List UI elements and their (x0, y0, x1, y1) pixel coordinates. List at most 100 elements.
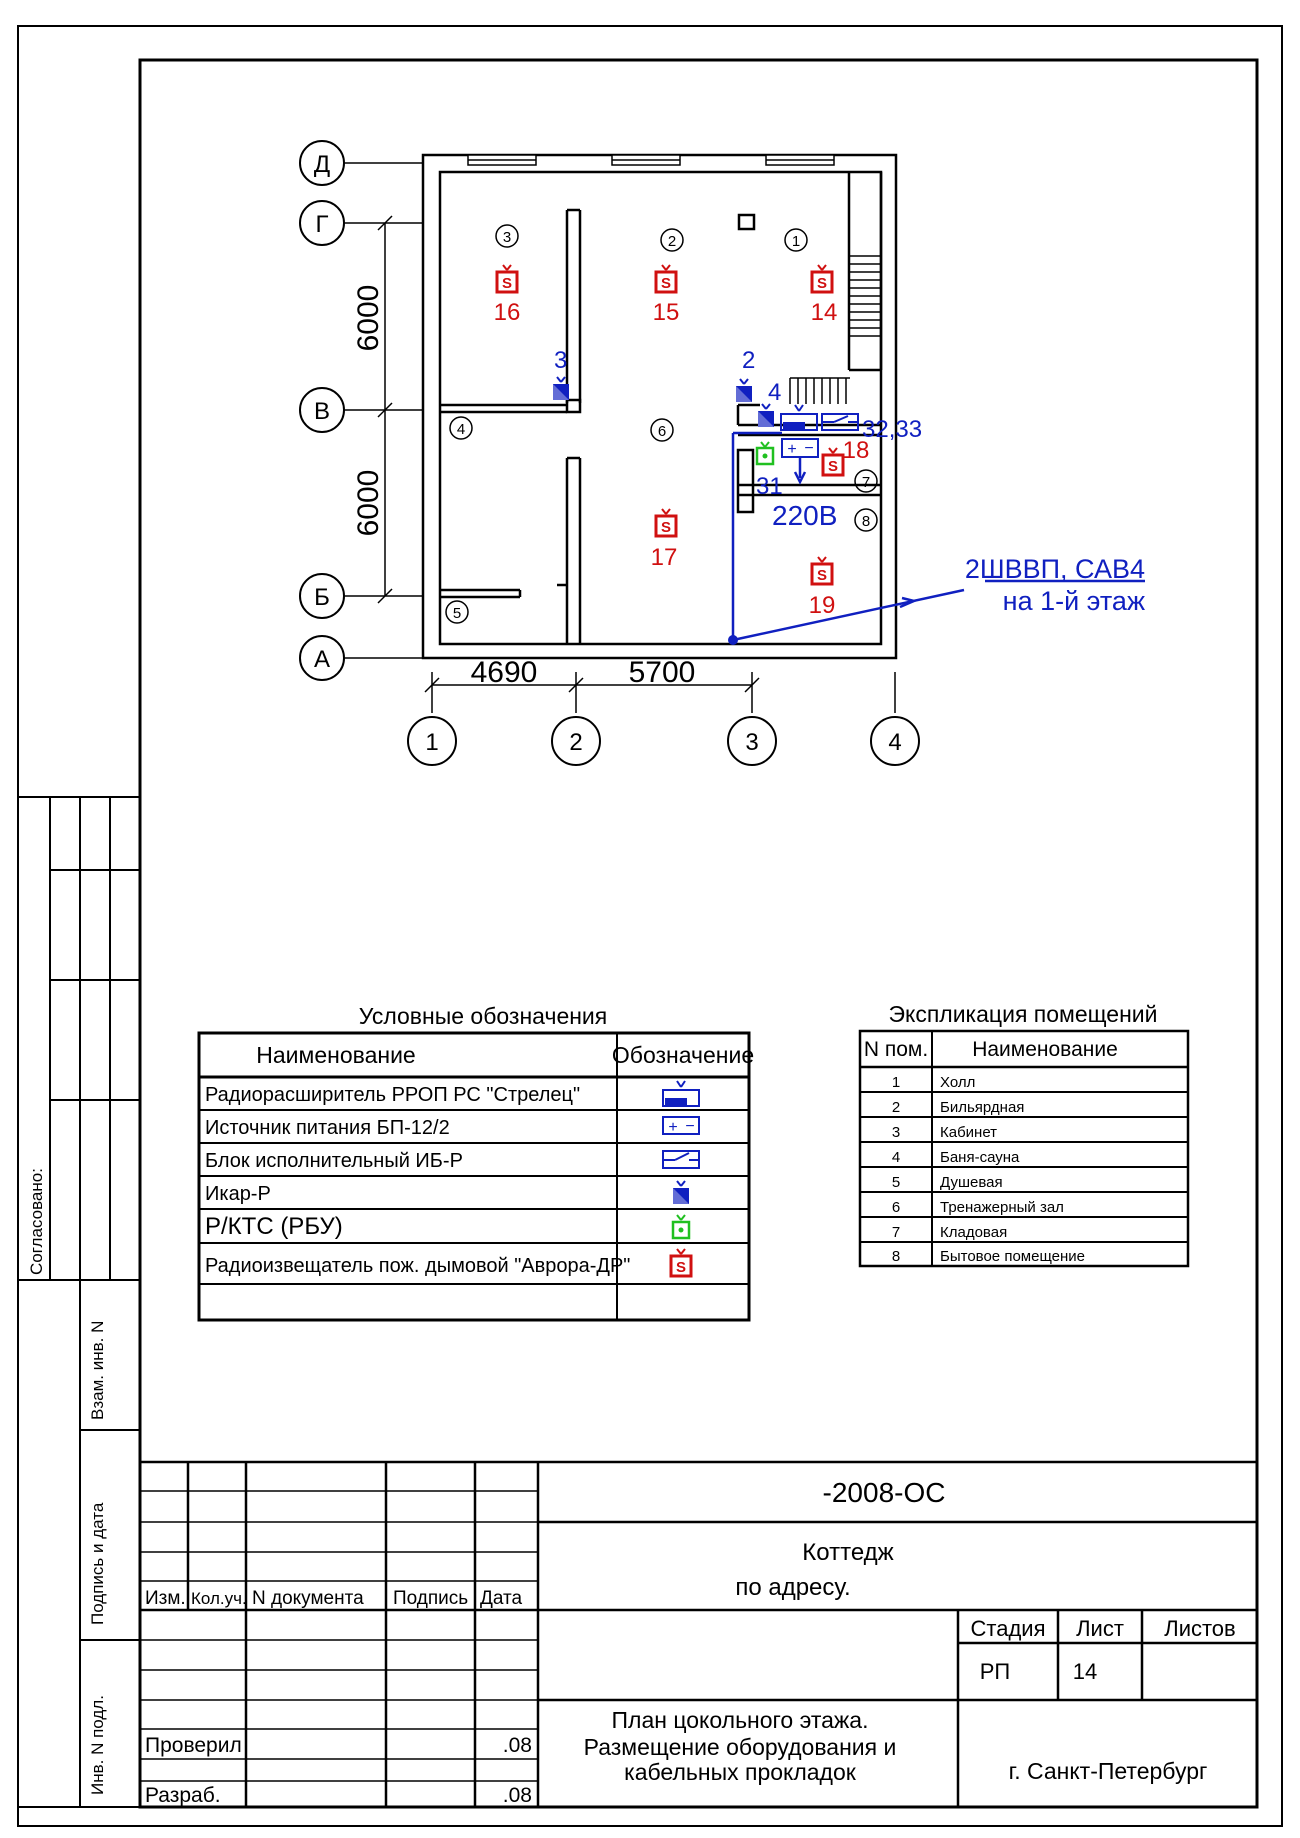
smoke-detector-icon (821, 446, 845, 477)
explication-col-name: Наименование (972, 1038, 1118, 1061)
room-marker-1 (784, 228, 808, 252)
room-marker-2 (660, 228, 684, 252)
legend-row-2-name: Источник питания БП-12/2 (205, 1117, 450, 1139)
windows (467, 154, 835, 166)
stair (789, 255, 881, 404)
room-num-7: 7 (862, 474, 870, 491)
city: г. Санкт-Петербург (1009, 1758, 1208, 1784)
room-row-num: 4 (892, 1149, 900, 1166)
detector-label-15: 15 (653, 299, 680, 326)
relay-block-icon (821, 413, 859, 431)
sheet-title-line1: План цокольного этажа. (612, 1707, 869, 1733)
dim-h-left: 4690 (471, 656, 538, 689)
svg-text:+: + (787, 441, 796, 458)
power-supply-icon: + − (662, 1116, 700, 1136)
room-num-5: 5 (453, 605, 461, 622)
axis-row-V (299, 387, 345, 433)
axis-label-D: Д (314, 151, 330, 178)
legend-row-6-name: Радиоизвещатель пож. дымовой "Аврора-ДР" (205, 1255, 630, 1277)
ikar-icon (672, 1180, 690, 1205)
smoke-detector-icon (810, 263, 834, 294)
axis-label-A: А (314, 646, 330, 673)
col-kol: Кол.уч. (191, 1589, 247, 1608)
axis-col-2 (551, 716, 601, 766)
room-marker-3 (495, 224, 519, 248)
legend-col-name: Наименование (256, 1042, 415, 1068)
legend-row-3-name: Блок исполнительный ИБ-Р (205, 1150, 463, 1172)
stamp-sign-date: Подпись и дата (88, 1502, 107, 1625)
room-row-name: Душевая (940, 1174, 1003, 1191)
stage-value: РП (980, 1659, 1011, 1684)
dim-v-bottom: 6000 (352, 470, 385, 537)
room-row-num: 3 (892, 1124, 900, 1141)
legend-title: Условные обозначения (359, 1003, 608, 1029)
room-marker-4 (449, 416, 473, 440)
room-row-name: Кабинет (940, 1124, 997, 1141)
legend-col-symbol: Обозначение (612, 1042, 754, 1068)
axis-label-4: 4 (888, 729, 901, 756)
smoke-detector-icon (810, 555, 834, 586)
equip-label-3: 3 (554, 347, 567, 374)
detector-label-14: 14 (811, 299, 838, 326)
room-row-name: Тренажерный зал (940, 1199, 1064, 1216)
col-doc: N документа (252, 1588, 364, 1609)
object-name: Коттедж (802, 1539, 893, 1566)
panic-button-icon (671, 1214, 691, 1240)
axis-label-B: Б (314, 584, 330, 611)
equip-label-2: 2 (742, 347, 755, 374)
dimension-lines (377, 215, 760, 693)
stamp-replace-inv: Взам. инв. N (88, 1321, 107, 1420)
col-izm: Изм. (145, 1588, 186, 1609)
legend-row-5-name: Р/КТС (РБУ) (205, 1213, 343, 1240)
title-block: Изм. Кол.уч. N документа Подпись Дата Пр… (140, 1460, 1257, 1807)
equip-label-31: 31 (756, 473, 783, 500)
dim-v-top: 6000 (352, 285, 385, 352)
room-num-4: 4 (457, 421, 465, 438)
agreed-label: Согласовано: (27, 1168, 46, 1275)
axis-label-G: Г (316, 211, 329, 238)
room-row-num: 2 (892, 1099, 900, 1116)
detector-label-18: 18 (843, 437, 870, 464)
detector-label-19: 19 (809, 592, 836, 619)
legend-row-4-name: Икар-Р (205, 1183, 271, 1205)
date-checked: .08 (503, 1734, 532, 1757)
room-marker-8 (854, 508, 878, 532)
role-developed: Разраб. (145, 1784, 221, 1807)
side-stamp (17, 796, 141, 1808)
cable-riser-dot (728, 635, 738, 645)
room-row-num: 8 (892, 1248, 900, 1265)
room-marker-7 (854, 469, 878, 493)
room-row-name: Бытовое помещение (940, 1248, 1085, 1265)
detector-label-16: 16 (494, 299, 521, 326)
role-checked: Проверил (145, 1734, 242, 1757)
svg-text:−: − (685, 1118, 694, 1135)
axis-col-1 (407, 716, 457, 766)
explication-col-num: N пом. (864, 1038, 928, 1061)
room-num-2: 2 (668, 233, 676, 250)
axis-col-3 (727, 716, 777, 766)
axis-row-G (299, 200, 345, 246)
axis-lines (340, 162, 896, 713)
relay-block-icon (662, 1150, 700, 1169)
room-num-1: 1 (792, 233, 800, 250)
cable-destination-label: на 1-й этаж (1003, 586, 1145, 616)
axis-label-2: 2 (569, 729, 582, 756)
axis-col-4 (870, 716, 920, 766)
sheet-title-line3: кабельных прокладок (624, 1759, 857, 1785)
smoke-detector-icon (669, 1247, 693, 1278)
room-num-8: 8 (862, 513, 870, 530)
sheet-border (17, 25, 1283, 1827)
date-developed: .08 (503, 1784, 532, 1807)
legend-row-1-name: Радиорасширитель РРОП РС "Стрелец" (205, 1084, 580, 1106)
col-date: Дата (480, 1588, 523, 1609)
room-marker-5 (445, 600, 469, 624)
ikar-icon (757, 403, 775, 428)
svg-text:+: + (668, 1119, 677, 1136)
room-row-name: Холл (940, 1074, 975, 1091)
room-row-num: 7 (892, 1224, 900, 1241)
axis-label-V: В (314, 398, 330, 425)
room-row-num: 5 (892, 1174, 900, 1191)
room-explication: Экспликация помещений N пом. Наименовани… (858, 1001, 1190, 1268)
document-code: -2008-ОС (823, 1477, 946, 1508)
